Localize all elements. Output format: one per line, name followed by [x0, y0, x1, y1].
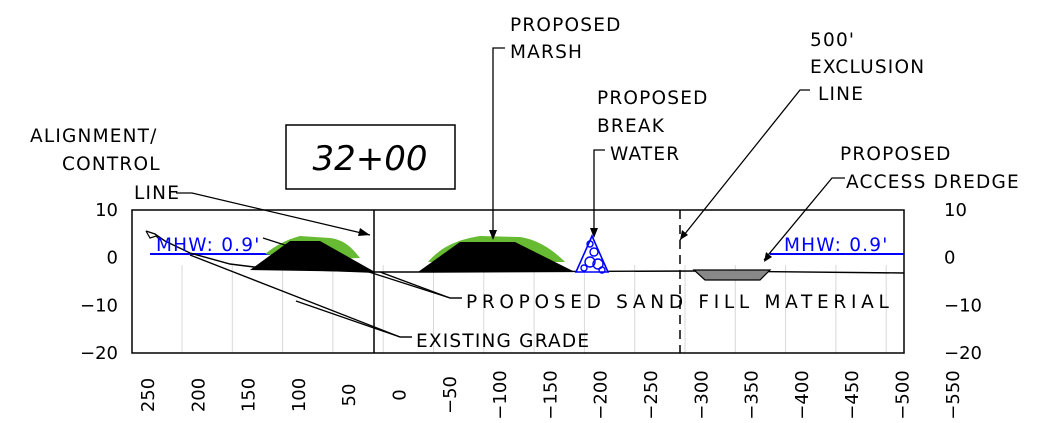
label-dredge: PROPOSED ACCESS DREDGE — [840, 144, 1020, 193]
y-tick-left-1: 0 — [107, 248, 118, 269]
label-existing-grade: EXISTING GRADE — [416, 331, 590, 352]
x-tick-8: −150 — [540, 370, 561, 419]
breakwater — [574, 234, 610, 273]
station-label: 32+00 — [312, 139, 427, 179]
x-tick-0: 250 — [138, 378, 159, 412]
existing-grade-detail — [145, 230, 161, 241]
x-axis: 250 200 150 100 50 0 −50 −100 −150 −200 −250 −300 −3… — [138, 370, 964, 419]
svg-text:ACCESS DREDGE: ACCESS DREDGE — [846, 172, 1020, 193]
sand-fill-right — [418, 242, 575, 272]
x-tick-11: −300 — [691, 370, 712, 419]
x-tick-5: 0 — [390, 389, 411, 400]
label-mhw-right: MHW: 0.9' — [784, 235, 889, 256]
x-tick-10: −250 — [641, 370, 662, 419]
svg-text:PROPOSED: PROPOSED — [840, 144, 952, 165]
y-tick-right-2: −10 — [944, 295, 982, 316]
x-tick-13: −400 — [792, 370, 813, 419]
label-marsh: PROPOSED MARSH — [510, 15, 622, 63]
y-tick-right-1: 0 — [944, 248, 955, 269]
svg-text:PROPOSED: PROPOSED — [597, 88, 709, 109]
svg-text:BREAK: BREAK — [597, 116, 665, 137]
x-tick-15: −500 — [893, 370, 914, 419]
x-tick-7: −100 — [490, 370, 511, 419]
y-tick-left-2: −10 — [80, 295, 118, 316]
label-exclusion: 500' EXCLUSION LINE — [810, 30, 925, 105]
x-tick-2: 150 — [239, 378, 260, 412]
svg-text:ALIGNMENT/: ALIGNMENT/ — [30, 126, 158, 147]
leader-arrowheads — [358, 228, 772, 262]
y-tick-left-3: −20 — [80, 343, 118, 364]
y-tick-left-0: 10 — [95, 200, 118, 221]
x-tick-12: −350 — [742, 370, 763, 419]
x-tick-1: 200 — [188, 378, 209, 412]
station-box — [285, 124, 456, 190]
label-mhw-left: MHW: 0.9' — [156, 235, 261, 256]
x-tick-14: −450 — [842, 370, 863, 419]
x-tick-16: −550 — [943, 370, 964, 419]
y-axis-right: 10 0 −10 −20 — [944, 200, 982, 364]
svg-text:LINE: LINE — [134, 183, 180, 204]
x-tick-6: −50 — [440, 376, 461, 414]
svg-text:EXCLUSION: EXCLUSION — [810, 57, 925, 78]
svg-text:WATER: WATER — [610, 144, 680, 165]
y-tick-right-3: −20 — [944, 343, 982, 364]
label-alignment: ALIGNMENT/ CONTROL LINE — [30, 126, 180, 204]
plot-frame — [131, 209, 905, 354]
svg-text:MARSH: MARSH — [510, 42, 583, 63]
label-sand-fill: PROPOSED SAND FILL MATERIAL — [466, 292, 890, 313]
svg-text:500': 500' — [810, 30, 855, 51]
svg-text:PROPOSED: PROPOSED — [510, 15, 622, 36]
svg-text:CONTROL: CONTROL — [62, 154, 161, 175]
access-dredge — [692, 269, 772, 281]
x-tick-9: −200 — [591, 370, 612, 419]
x-tick-4: 50 — [339, 384, 360, 407]
svg-text:LINE: LINE — [818, 84, 864, 105]
y-tick-right-0: 10 — [944, 200, 967, 221]
x-tick-3: 100 — [289, 378, 310, 412]
label-breakwater: PROPOSED BREAK WATER — [597, 88, 709, 165]
leader-lines — [176, 47, 845, 338]
y-axis-left: 10 0 −10 −20 — [80, 200, 118, 364]
